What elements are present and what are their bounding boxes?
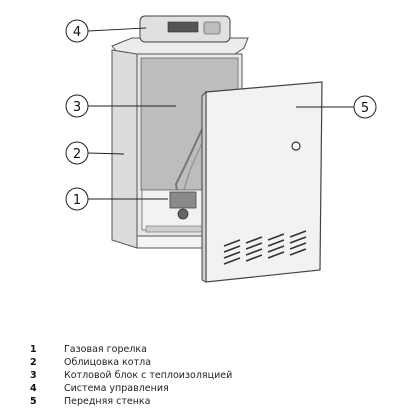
legend-row: 2 Облицовка котла <box>30 356 400 369</box>
legend-label: Газовая горелка <box>64 343 147 356</box>
legend-row: 5 Передняя стенка <box>30 395 400 408</box>
legend-number: 3 <box>30 369 64 382</box>
callout-number-5: 5 <box>361 101 369 116</box>
legend-row: 1 Газовая горелка <box>30 343 400 356</box>
legend-row: 4 Система управления <box>30 382 400 395</box>
legend: 1 Газовая горелка 2 Облицовка котла 3 Ко… <box>30 343 400 408</box>
front-door-edge <box>202 92 206 282</box>
boiler-side-casing <box>112 50 137 248</box>
legend-number: 5 <box>30 395 64 408</box>
legend-label: Система управления <box>64 382 169 395</box>
callout-number-4: 4 <box>73 25 81 40</box>
control-knob <box>204 22 220 34</box>
callout-number-1: 1 <box>73 193 81 208</box>
legend-label: Передняя стенка <box>64 395 150 408</box>
front-door-panel <box>206 82 322 282</box>
callout-number-3: 3 <box>73 100 81 115</box>
legend-number: 4 <box>30 382 64 395</box>
leader-line-4 <box>88 28 146 31</box>
legend-number: 2 <box>30 356 64 369</box>
callout-number-2: 2 <box>73 147 81 162</box>
burner-knob <box>178 209 188 219</box>
legend-label: Котловой блок с теплоизоляцией <box>64 369 232 382</box>
legend-number: 1 <box>30 343 64 356</box>
legend-row: 3 Котловой блок с теплоизоляцией <box>30 369 400 382</box>
door-lock-hole <box>292 142 300 150</box>
burner-valve <box>170 192 196 208</box>
control-display <box>168 22 198 32</box>
legend-label: Облицовка котла <box>64 356 151 369</box>
boiler-diagram: 4 3 2 1 5 <box>0 0 416 340</box>
